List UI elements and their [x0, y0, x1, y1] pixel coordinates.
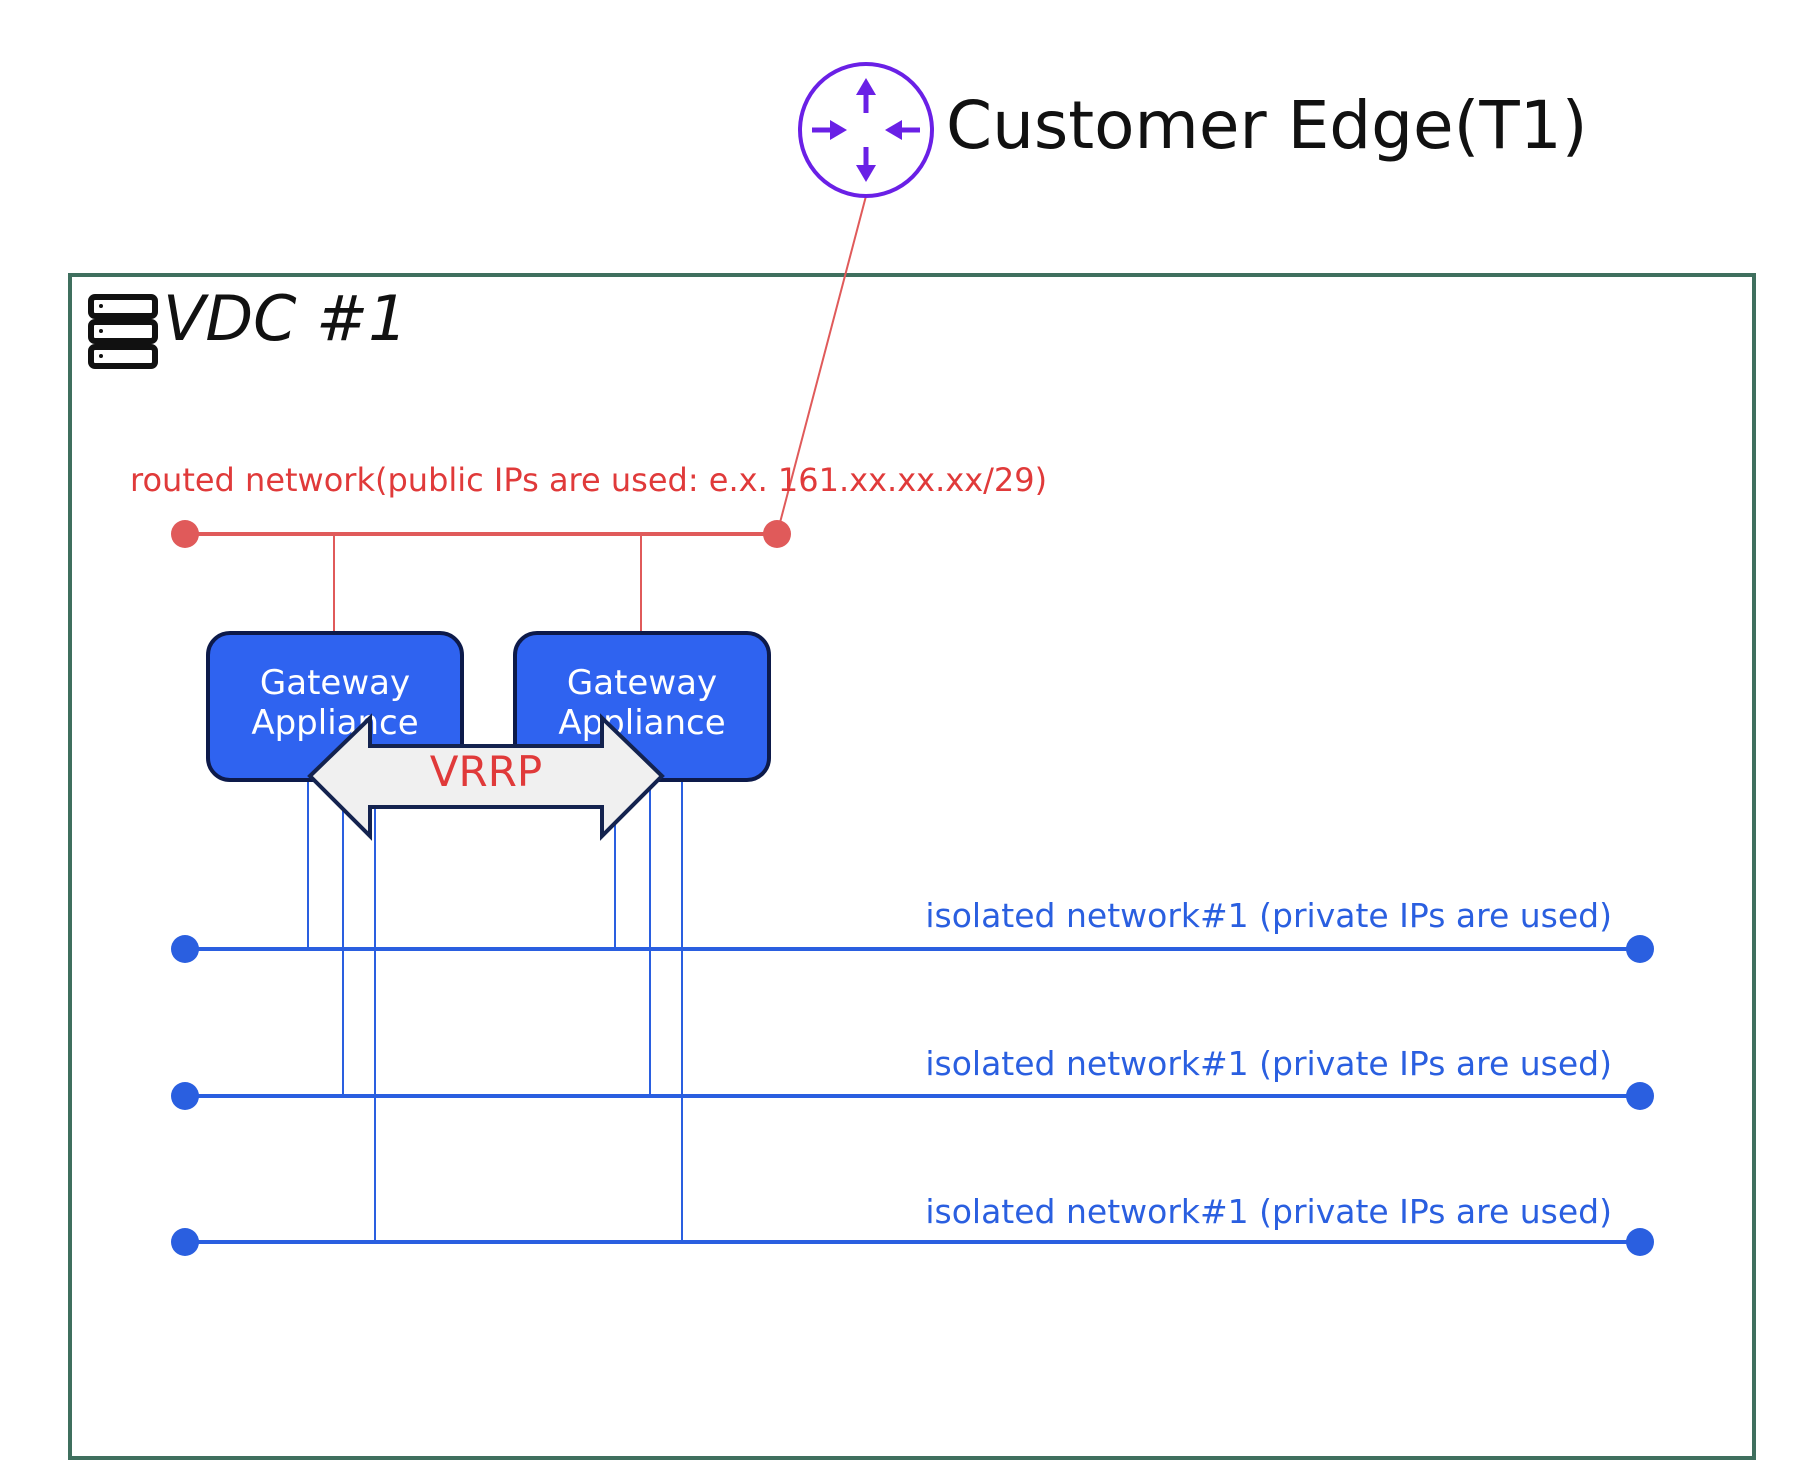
isolated-network-endpoint: [171, 1082, 199, 1110]
isolated-network-endpoint: [1626, 1082, 1654, 1110]
edge-uplink: [776, 195, 867, 535]
isolated-network-3: isolated network#1 (private IPs are used…: [171, 1192, 1654, 1256]
gateway-isolated-links: [307, 780, 683, 1242]
routed-network-endpoint-left: [171, 520, 199, 548]
server-rack-icon: [88, 294, 158, 369]
isolated-network-1: isolated network#1 (private IPs are used…: [171, 896, 1654, 963]
isolated-network-label: isolated network#1 (private IPs are used…: [925, 1044, 1612, 1083]
customer-edge-label: Customer Edge(T1): [946, 87, 1587, 164]
routed-network-label: routed network(public IPs are used: e.x.…: [130, 461, 1047, 499]
isolated-network-endpoint: [1626, 935, 1654, 963]
gateway-label-line2: Appliance: [558, 703, 725, 743]
isolated-network-2: isolated network#1 (private IPs are used…: [171, 1044, 1654, 1110]
gateway-appliance-2[interactable]: Gateway Appliance: [513, 631, 771, 782]
vrrp-arrow: VRRP: [307, 713, 665, 841]
router-icon[interactable]: [798, 62, 934, 198]
vdc-label: VDC #1: [163, 282, 408, 355]
isolated-network-endpoint: [1626, 1228, 1654, 1256]
routed-network-endpoint-right: [763, 520, 791, 548]
gateway-label-line1: Gateway: [567, 663, 717, 703]
isolated-network-endpoint: [171, 935, 199, 963]
gateway-label-line1: Gateway: [260, 663, 410, 703]
isolated-network-label: isolated network#1 (private IPs are used…: [925, 896, 1612, 935]
vrrp-label: VRRP: [430, 747, 542, 796]
gateway-label-line2: Appliance: [251, 703, 418, 743]
isolated-network-label: isolated network#1 (private IPs are used…: [925, 1192, 1612, 1231]
gateway-appliance-1[interactable]: Gateway Appliance: [206, 631, 464, 782]
vdc-frame: [68, 273, 1756, 1460]
isolated-network-endpoint: [171, 1228, 199, 1256]
